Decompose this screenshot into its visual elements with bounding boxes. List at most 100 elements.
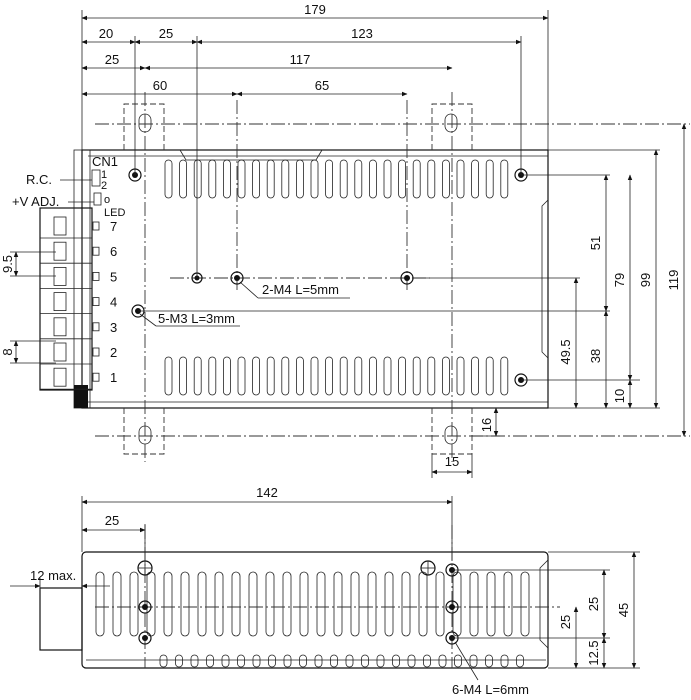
dim-12-max: 12 max. [30, 568, 76, 583]
side-vent-slot-bottom [407, 654, 416, 668]
vent-slot [208, 159, 217, 199]
dim-79: 79 [612, 273, 627, 287]
side-vent-slot-bottom [500, 654, 509, 668]
side-vent-slot-bottom [299, 654, 307, 668]
side-vent-slot [418, 571, 428, 637]
dim-51: 51 [588, 236, 603, 250]
vent-slot [398, 356, 407, 396]
screw-m4-a [230, 271, 244, 285]
terminal-screw [53, 216, 67, 236]
vent-slot [193, 356, 202, 396]
label-cn1: CN1 [92, 154, 118, 169]
chassis-outline [81, 149, 549, 409]
vent-slot [222, 159, 231, 199]
dim-16: 16 [479, 418, 494, 432]
vent-slot [339, 356, 348, 396]
side-vent-slot-bottom [345, 654, 354, 668]
side-vent-slot-bottom [376, 654, 385, 668]
vent-slot [281, 159, 290, 199]
terminal-screw [53, 317, 67, 337]
side-vent-slot [95, 571, 105, 637]
vent-slot [368, 159, 377, 199]
vent-slot [266, 356, 275, 396]
side-vent-slot [180, 571, 190, 637]
top-dimensions: 179 20 25 123 25 117 60 65 [81, 2, 549, 278]
vent-slot [412, 356, 421, 396]
side-vent-slot-bottom [175, 654, 183, 668]
dim-12-5: 12.5 [586, 640, 601, 665]
side-screw-tl [137, 560, 153, 576]
terminal-label: 2 [110, 345, 117, 360]
side-vent-slot-bottom [190, 654, 199, 668]
side-vent-slot-bottom [485, 654, 493, 668]
label-rc: R.C. [26, 172, 52, 187]
dim-119: 119 [666, 270, 681, 291]
vent-slot [208, 356, 217, 396]
side-vent-slot [316, 571, 326, 637]
side-vent-slot-bottom [361, 654, 369, 668]
side-vent-slot [486, 571, 496, 637]
vent-slot [441, 356, 450, 396]
vent-slot [485, 356, 494, 396]
label-2-m4: 2-M4 L=5mm [262, 282, 339, 297]
vent-slot [471, 356, 480, 396]
vent-slot [398, 159, 407, 199]
side-vent-slot [197, 571, 207, 637]
dim-side-25b: 25 [558, 615, 573, 629]
side-vent-slot [435, 571, 445, 637]
side-vent-slot-bottom [438, 654, 447, 668]
side-vent-slot [469, 571, 479, 637]
vent-slot [485, 159, 494, 199]
dim-38: 38 [588, 349, 603, 363]
side-vent-slot [231, 571, 241, 637]
side-vent-slot-bottom [206, 654, 214, 668]
terminal-screw [53, 241, 67, 261]
label-led-o: o [104, 194, 110, 206]
vent-slot [354, 159, 363, 199]
side-vent-slot [265, 571, 275, 637]
side-vent-slot [503, 571, 513, 637]
dim-side-25a: 25 [586, 597, 601, 611]
vent-slot [179, 356, 188, 396]
dim-65: 65 [315, 78, 329, 93]
label-cn1-pin1: 1 [101, 169, 107, 181]
label-5-m3: 5-M3 L=3mm [158, 311, 235, 326]
dim-49-5: 49.5 [558, 339, 573, 364]
vent-slot [310, 356, 319, 396]
vent-slot [500, 356, 509, 396]
mount-tab-bottom-left [123, 408, 165, 455]
dim-10: 10 [612, 389, 627, 403]
side-vent-slot [163, 571, 173, 637]
vent-slot [252, 356, 261, 396]
terminal-screw [53, 342, 67, 362]
side-vent-slot-bottom [516, 654, 524, 668]
vent-slot [354, 356, 363, 396]
side-vent-slot [146, 571, 156, 637]
side-vent-slot-bottom [469, 654, 478, 668]
side-dimensions: 142 25 12 max. 45 25 25 12.5 6-M4 L=6mm [10, 485, 637, 697]
label-cn1-pin2: 2 [101, 180, 107, 192]
dim-25b: 25 [105, 52, 119, 67]
vent-slot [456, 159, 465, 199]
side-vent-slot-bottom [268, 654, 276, 668]
vent-slot [471, 159, 480, 199]
terminal-label: 3 [110, 320, 117, 335]
top-view [39, 92, 690, 462]
dim-117: 117 [290, 52, 311, 67]
vent-slots-top [164, 159, 509, 199]
vent-slot [412, 159, 421, 199]
side-vent-slot [367, 571, 377, 637]
dim-8: 8 [0, 348, 15, 355]
dim-20: 20 [99, 26, 113, 41]
side-vent-slots-bottom [159, 654, 524, 668]
dim-99: 99 [638, 273, 653, 287]
label-vadj: +V ADJ. [12, 194, 59, 209]
vadj-pot [93, 192, 102, 206]
side-vent-slot [112, 571, 122, 637]
side-vent-slot-bottom [314, 654, 323, 668]
side-vent-slots [95, 571, 530, 637]
vent-slot [325, 356, 334, 396]
side-vent-slot-bottom [159, 654, 168, 668]
vent-slot [500, 159, 509, 199]
side-vent-slot [384, 571, 394, 637]
